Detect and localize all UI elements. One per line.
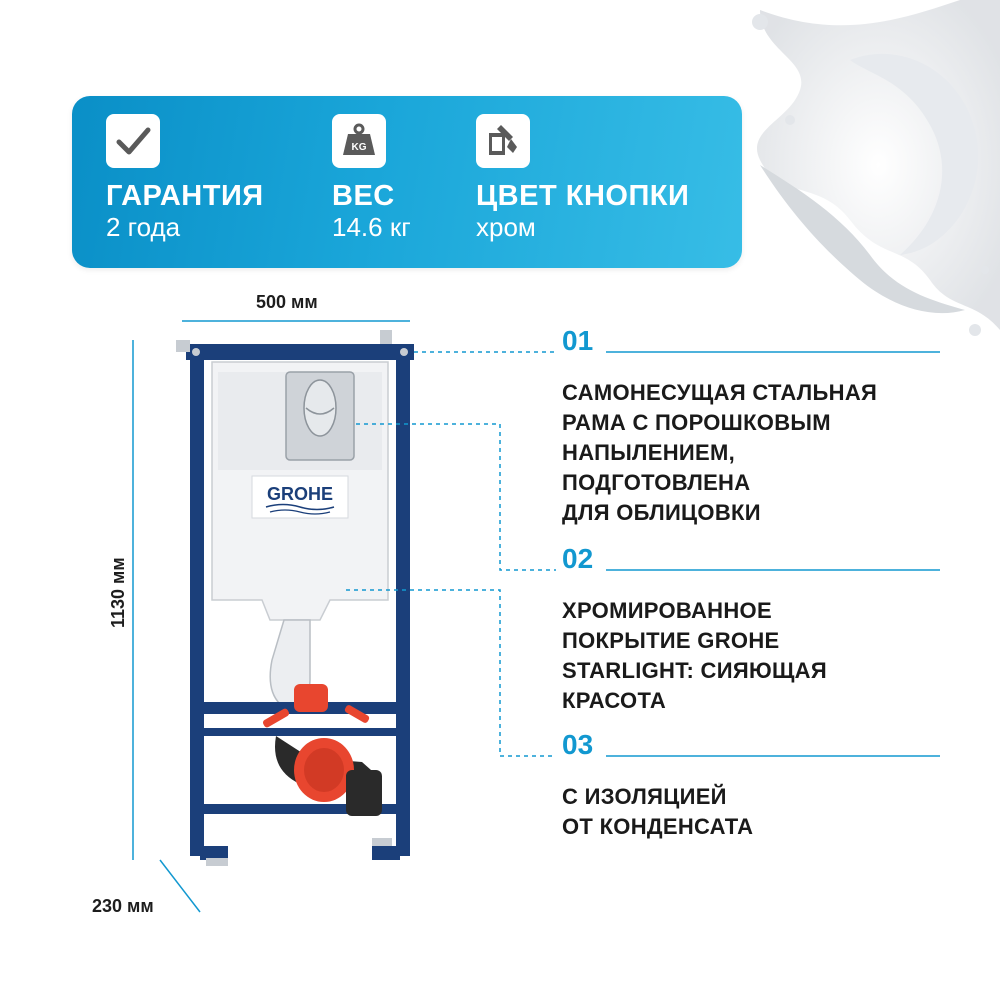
spec-number: 02 — [562, 544, 962, 574]
spec-text-line: ХРОМИРОВАННОЕ — [562, 596, 962, 626]
brand-logo-text: GROHE — [267, 484, 333, 504]
spec-item: 02 ХРОМИРОВАННОЕ ПОКРЫТИЕ GROHE STARLIGH… — [562, 544, 962, 716]
spec-text-line: С ИЗОЛЯЦИЕЙ — [562, 782, 962, 812]
spec-text-line: ДЛЯ ОБЛИЦОВКИ — [562, 498, 962, 528]
spec-text-line: STARLIGHT: СИЯЮЩАЯ — [562, 656, 962, 686]
spec-text-line: САМОНЕСУЩАЯ СТАЛЬНАЯ — [562, 378, 962, 408]
spec-number: 01 — [562, 326, 962, 356]
spec-text: ХРОМИРОВАННОЕ ПОКРЫТИЕ GROHE STARLIGHT: … — [562, 596, 962, 716]
cistern: GROHE — [212, 362, 388, 620]
spec-text: С ИЗОЛЯЦИЕЙ ОТ КОНДЕНСАТА — [562, 782, 962, 842]
spec-text-line: ОТ КОНДЕНСАТА — [562, 812, 962, 842]
spec-text-line: КРАСОТА — [562, 686, 962, 716]
spec-text-line: ПОКРЫТИЕ GROHE — [562, 626, 962, 656]
spec-text: САМОНЕСУЩАЯ СТАЛЬНАЯ РАМА С ПОРОШКОВЫМ Н… — [562, 378, 962, 528]
spec-text-line: НАПЫЛЕНИЕМ, — [562, 438, 962, 468]
spec-text-line: ПОДГОТОВЛЕНА — [562, 468, 962, 498]
spec-item: 03 С ИЗОЛЯЦИЕЙ ОТ КОНДЕНСАТА — [562, 730, 962, 842]
spec-number: 03 — [562, 730, 962, 760]
spec-item: 01 САМОНЕСУЩАЯ СТАЛЬНАЯ РАМА С ПОРОШКОВЫ… — [562, 326, 962, 528]
spec-text-line: РАМА С ПОРОШКОВЫМ — [562, 408, 962, 438]
